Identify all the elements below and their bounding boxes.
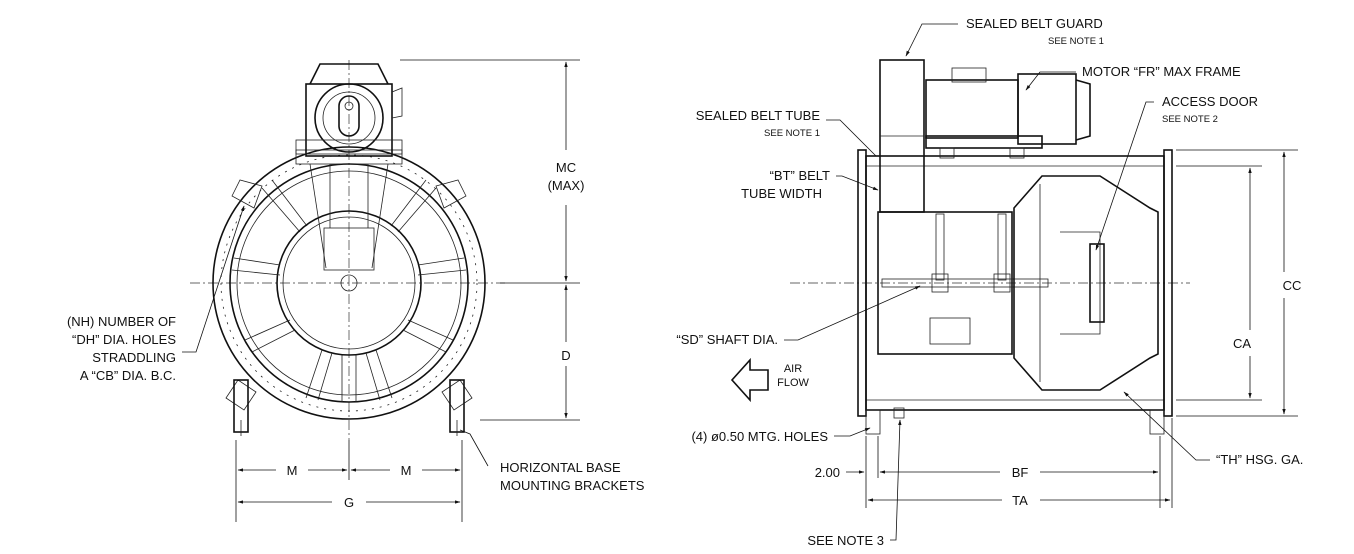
side-view: AIR FLOW SEALED BELT GUARD SEE NOTE 1 MO… (676, 16, 1303, 548)
nh-line2: “DH” DIA. HOLES (72, 332, 176, 347)
base-line1: HORIZONTAL BASE (500, 460, 621, 475)
belt-compartment (877, 211, 1013, 355)
mtg-holes-label: (4) ø0.50 MTG. HOLES (691, 429, 828, 444)
inlet-bell (276, 210, 422, 356)
nh-line3: STRADDLING (92, 350, 176, 365)
air-label: AIR (784, 363, 802, 375)
g-label: G (344, 495, 354, 510)
nh-line1: (NH) NUMBER OF (67, 314, 176, 329)
inspection-plate (929, 317, 971, 345)
motor-front (295, 63, 403, 157)
mc-max-label: (MAX) (548, 178, 585, 193)
th-label: “TH” HSG. GA. (1216, 452, 1303, 467)
sealed-belt-guard: SEALED BELT GUARD (966, 16, 1103, 31)
airflow-arrow-icon (730, 357, 769, 403)
base-brackets (233, 379, 465, 436)
access-door-label: ACCESS DOOR (1162, 94, 1258, 109)
outlet-flange (1163, 149, 1173, 417)
d-label: D (561, 348, 570, 363)
inlet-cone (1013, 175, 1159, 391)
bt-line2: TUBE WIDTH (741, 186, 822, 201)
sealed-belt-guard-note: SEE NOTE 1 (1048, 36, 1104, 47)
drain (893, 407, 905, 419)
cc-label: CC (1283, 278, 1302, 293)
base-line2: MOUNTING BRACKETS (500, 478, 645, 493)
inlet-inner (282, 216, 416, 350)
ta-label: TA (1012, 493, 1028, 508)
foot-right (1149, 409, 1165, 435)
motor-side (925, 67, 1091, 159)
access-door (1089, 243, 1105, 323)
see-note3-label: SEE NOTE 3 (807, 533, 884, 548)
shaft-hub (340, 274, 358, 292)
dim-200-label: 2.00 (815, 465, 840, 480)
nh-line4: A “CB” DIA. B.C. (80, 368, 176, 383)
sealed-belt-tube: SEALED BELT TUBE (696, 108, 821, 123)
foot-left (865, 409, 881, 435)
front-view: MC (MAX) D (NH) NUMBER OF “DH” DIA. HOLE… (67, 59, 645, 522)
sealed-belt-tube-note: SEE NOTE 1 (764, 128, 820, 139)
inlet-flange (857, 149, 867, 417)
sd-label: “SD” SHAFT DIA. (676, 332, 778, 347)
bearings (931, 213, 1011, 293)
bt-line1: “BT” BELT (770, 168, 830, 183)
motor-frame: MOTOR “FR” MAX FRAME (1082, 64, 1241, 79)
motor-support (295, 149, 403, 271)
bf-label: BF (1012, 465, 1029, 480)
mc-label: MC (556, 160, 576, 175)
inner-ring (236, 170, 462, 396)
guide-vanes (231, 179, 467, 402)
bolt-circle (220, 154, 478, 412)
flow-label: FLOW (777, 377, 809, 389)
ca-label: CA (1233, 336, 1251, 351)
outer-flange (212, 146, 486, 420)
shaft (881, 278, 1049, 288)
m-left-label: M (287, 463, 298, 478)
m-right-label: M (401, 463, 412, 478)
access-door-note: SEE NOTE 2 (1162, 114, 1218, 125)
